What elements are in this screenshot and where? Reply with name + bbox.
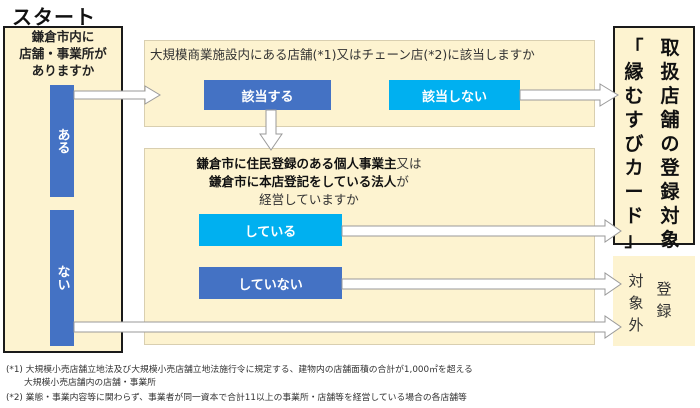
footnote-1-cont: 大規模小売店舗内の店舗・事業所	[24, 378, 156, 388]
vertical-char: 録	[660, 181, 680, 203]
arrow-yes-to-question1	[73, 85, 161, 105]
applies-label: 該当する	[241, 89, 294, 105]
answer-yes-box[interactable]: ある	[50, 85, 74, 197]
answer-no-label: ない	[54, 265, 70, 291]
start-question: 鎌倉市内に 店舗・事業所が ありますか	[6, 28, 120, 79]
arrow-not-applies-to-target	[519, 83, 619, 107]
start-title: スタート	[12, 5, 96, 29]
arrow-no-to-excluded	[341, 272, 622, 296]
question2-line2: 鎌倉市に本店登記をしている法人が	[150, 173, 468, 190]
start-question-line2: 店舗・事業所が	[19, 46, 107, 61]
vertical-char: 扱	[660, 61, 680, 83]
question2-line1: 鎌倉市に住民登録のある個人事業主又は	[150, 155, 468, 172]
result-excluded-col1: 対象外	[624, 270, 648, 336]
question2-line2-rest: が	[396, 174, 409, 189]
arrow-none-to-excluded	[73, 315, 622, 339]
vertical-char: 外	[628, 316, 644, 334]
vertical-char: ー	[624, 181, 644, 203]
vertical-char: 象	[628, 294, 644, 312]
result-target-col1: 「縁むすびカード」	[616, 36, 652, 252]
vertical-char: 登	[660, 157, 680, 179]
question2-line2-bold: 鎌倉市に本店登記をしている法人	[209, 174, 397, 189]
question2-line1-rest: 又は	[396, 156, 422, 171]
vertical-char: の	[660, 133, 680, 155]
question2-panel	[144, 148, 595, 345]
arrow-yes-to-target	[341, 219, 622, 243]
vertical-char: む	[624, 85, 644, 107]
vertical-char: ド	[624, 205, 644, 227]
vertical-char: 録	[656, 302, 672, 320]
not-applies-label: 該当しない	[421, 89, 487, 105]
vertical-char: 」	[624, 229, 644, 251]
vertical-char: 取	[660, 37, 680, 59]
start-question-line3: ありますか	[31, 63, 95, 78]
question2-line3: 経営していますか	[259, 192, 359, 207]
vertical-char: 縁	[624, 61, 644, 83]
start-question-line1: 鎌倉市内に	[31, 29, 95, 44]
no-button[interactable]: していない	[199, 267, 342, 299]
vertical-char: 対	[660, 205, 680, 227]
vertical-char: び	[624, 133, 644, 155]
footnote-1: (*1) 大規模小売店舗立地法及び大規模小売店舗立地法施行令に規定する、建物内の…	[6, 365, 473, 375]
result-target-col2: 取扱店舗の登録対象	[652, 36, 688, 252]
vertical-char: 舗	[660, 109, 680, 131]
vertical-char: 店	[660, 85, 680, 107]
vertical-char: カ	[624, 157, 644, 179]
answer-no-box[interactable]: ない	[50, 210, 74, 346]
answer-yes-label: ある	[54, 128, 70, 154]
result-excluded-col2: 登録	[652, 278, 676, 322]
arrow-applies-to-question2	[259, 109, 283, 151]
vertical-char: す	[624, 109, 644, 131]
vertical-char: 象	[660, 229, 680, 251]
yes-label: している	[244, 224, 297, 240]
no-label: していない	[238, 277, 303, 293]
result-excluded-panel	[613, 256, 695, 346]
vertical-char: 登	[656, 280, 672, 298]
not-applies-button[interactable]: 該当しない	[389, 80, 520, 110]
question2-line1-bold: 鎌倉市に住民登録のある個人事業主	[196, 156, 397, 171]
yes-button[interactable]: している	[199, 214, 342, 246]
footnote-2: (*2) 業態・事業内容等に関わらず、事業者が同一資本で合計11以上の事業所・店…	[6, 393, 467, 403]
applies-button[interactable]: 該当する	[204, 80, 331, 110]
question1-text: 大規模商業施設内にある店舗(*1)又はチェーン店(*2)に該当しますか	[150, 47, 535, 62]
vertical-char: 対	[628, 272, 644, 290]
vertical-char: 「	[624, 37, 644, 59]
result-target-panel	[613, 26, 695, 245]
